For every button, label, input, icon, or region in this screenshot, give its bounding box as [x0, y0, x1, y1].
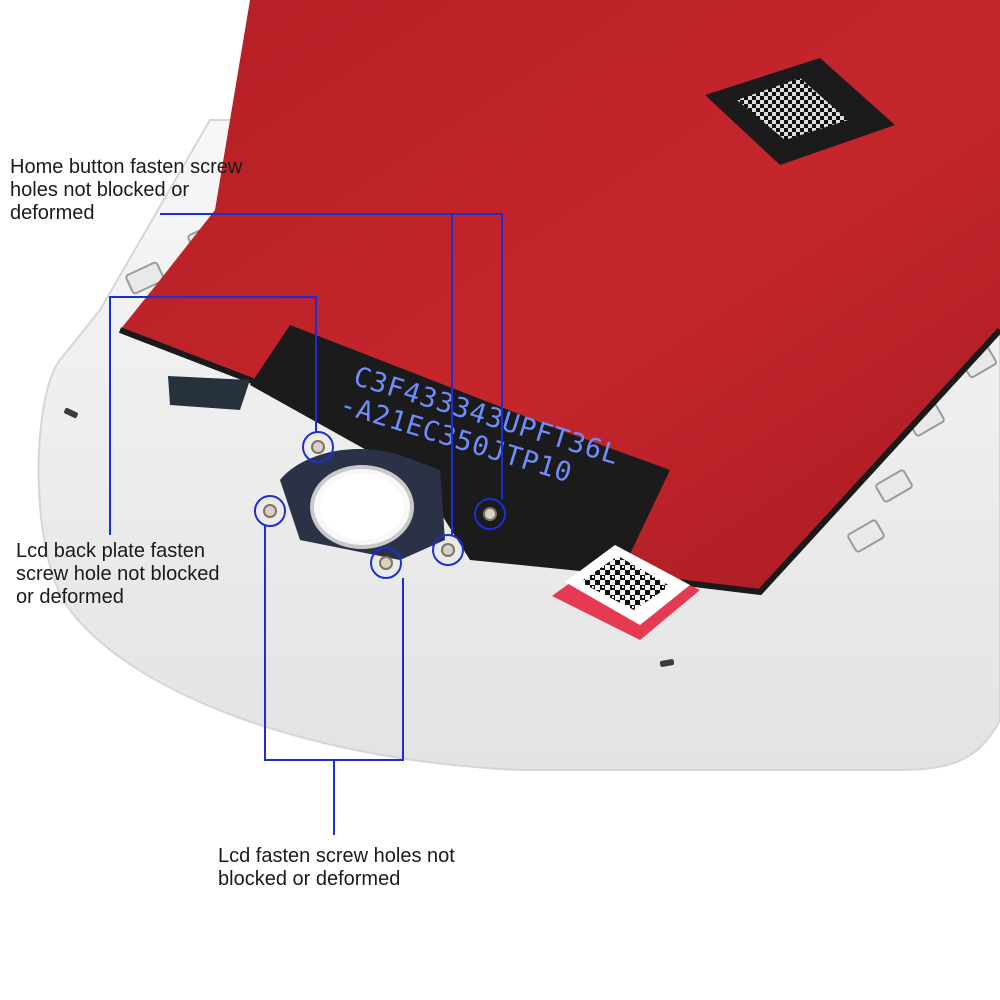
annotation-home-button: Home button fasten screw holes not block… [10, 156, 242, 225]
annotation-lcd-fasten: Lcd fasten screw holes not blocked or de… [218, 845, 455, 891]
callout-rings [254, 431, 506, 579]
annotation-lcd-back-plate: Lcd back plate fasten screw hole not blo… [16, 540, 219, 609]
home-button-bracket [280, 449, 445, 560]
annotation-line: Lcd back plate fasten [16, 540, 206, 562]
annotation-line: or deformed [16, 586, 124, 608]
bottom-qr-sticker [552, 545, 700, 640]
annotation-line: screw hole not blocked [16, 563, 220, 585]
top-qr-patch [705, 58, 895, 165]
annotation-line: Home button fasten screw [10, 156, 243, 178]
screw-holes [263, 440, 497, 570]
flex-tab [168, 376, 250, 410]
annotation-line: holes not blocked or [10, 179, 190, 201]
callout-lines [109, 213, 503, 835]
annotation-line: Lcd fasten screw holes not [218, 845, 455, 867]
frame-slots [64, 407, 675, 667]
annotation-line: deformed [10, 202, 95, 224]
annotation-line: blocked or deformed [218, 868, 401, 890]
